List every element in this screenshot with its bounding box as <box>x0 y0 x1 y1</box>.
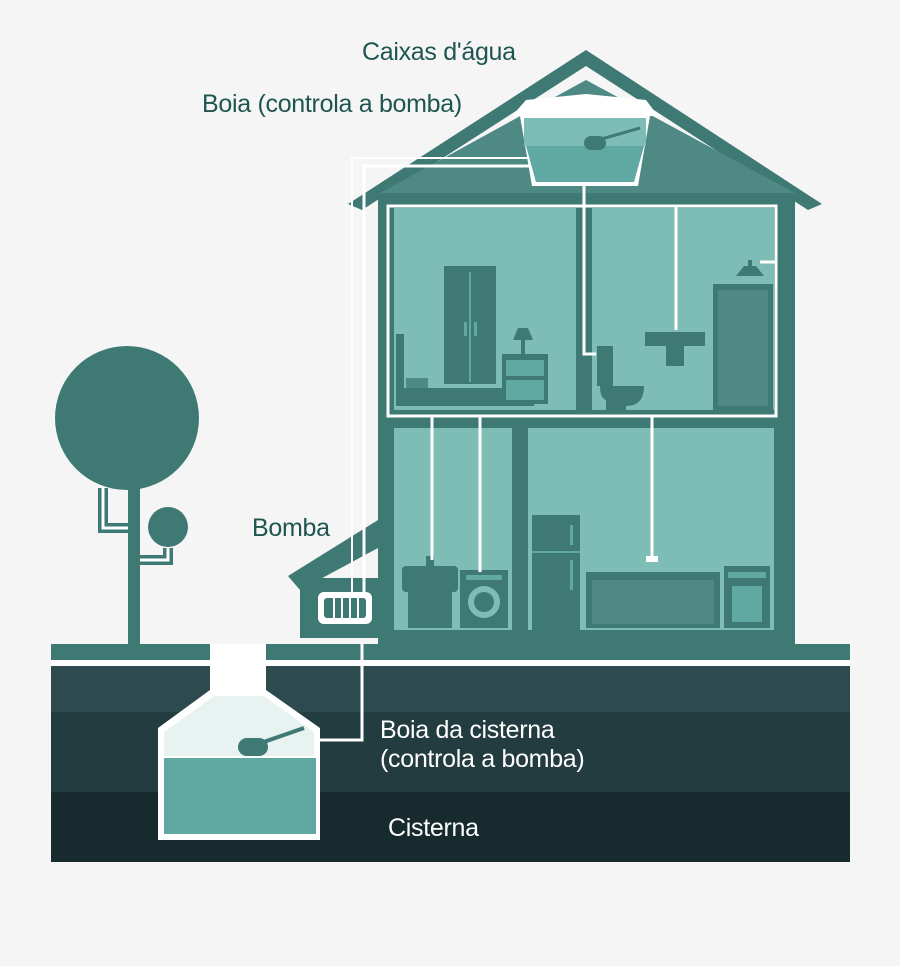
shower-box <box>713 284 773 410</box>
label-boia-cisterna-line1: Boia da cisterna <box>380 716 555 744</box>
ground-layer-1 <box>51 666 850 712</box>
faucet <box>646 556 658 562</box>
ground-surface <box>51 644 850 660</box>
label-cisterna: Cisterna <box>388 814 479 842</box>
label-boia-cisterna: Boia da cisterna (controla a bomba) <box>380 716 585 774</box>
label-boia-cisterna-line2: (controla a bomba) <box>380 744 585 773</box>
label-boia-top: Boia (controla a bomba) <box>202 90 462 118</box>
shower-icon <box>736 260 764 276</box>
lamp-icon <box>513 328 533 354</box>
pump-icon <box>318 592 372 624</box>
water-tank-icon <box>512 94 658 186</box>
nightstand-icon <box>502 354 548 404</box>
bathtub-icon <box>586 572 720 628</box>
tree-icon <box>55 346 199 646</box>
label-caixas-dagua: Caixas d'água <box>362 38 516 66</box>
cistern-icon <box>158 644 320 840</box>
bed-icon <box>396 334 534 406</box>
pipes <box>320 157 778 742</box>
stove-icon <box>724 566 770 628</box>
washing-machine-icon <box>460 570 508 628</box>
tank-sink-icon <box>402 556 458 628</box>
toilet-icon <box>597 346 644 410</box>
fridge-icon <box>532 515 580 630</box>
wardrobe-icon <box>444 266 496 384</box>
label-bomba: Bomba <box>252 514 330 542</box>
sink-icon <box>645 332 705 366</box>
ground-line <box>51 660 850 666</box>
